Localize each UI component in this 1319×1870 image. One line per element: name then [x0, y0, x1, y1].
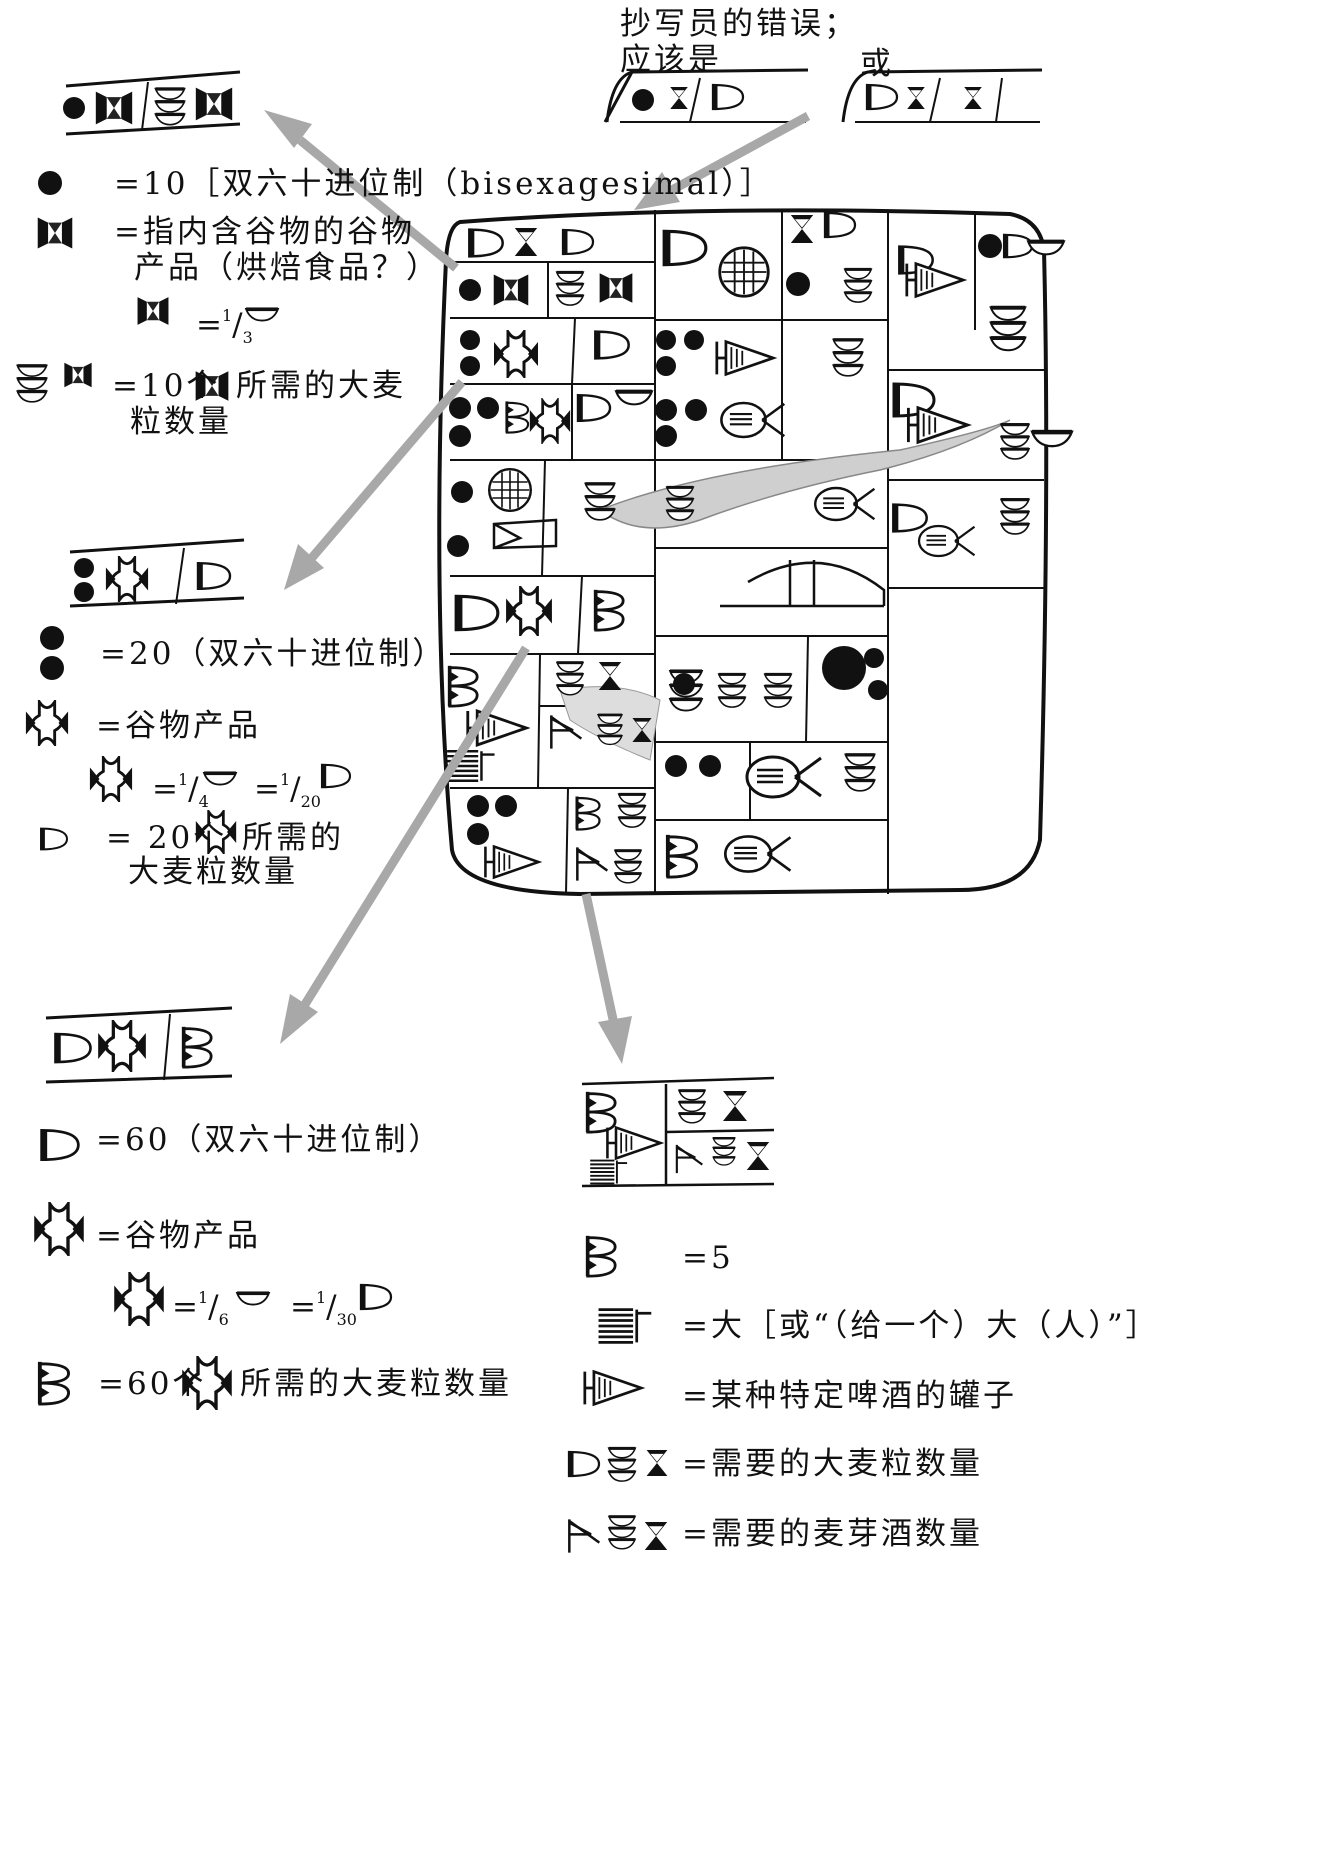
- legend-five-text: =5: [682, 1240, 734, 1276]
- legend-d-eq: = 20个: [106, 820, 228, 856]
- legend-malt-needed-text: =需要的麦芽酒数量: [682, 1516, 983, 1552]
- legend-circle-text: =10［双六十进位制（bisexagesimal）］: [114, 166, 774, 202]
- scribe-note-or: 或: [860, 46, 894, 82]
- legend-symbols-left: [17, 171, 393, 1410]
- tablet-line-sample-right: [581, 1076, 775, 1188]
- legend-d-rest: 所需的: [242, 820, 344, 856]
- legend-big-d-text: =60（双六十进位制）: [96, 1122, 443, 1158]
- scribe-note-line1: 抄写员的错误；: [620, 6, 858, 42]
- tablet-line-sample-middle: [69, 538, 245, 608]
- legend-grain-product-text-2: 产品（烘焙食品？）: [134, 250, 440, 286]
- cuneiform-tablet: [437, 208, 1074, 897]
- legend-mid-grain-text: =谷物产品: [96, 708, 261, 744]
- legend-bottom-grain-text: =谷物产品: [96, 1218, 261, 1254]
- scribe-error-example-b: [841, 68, 1043, 123]
- legend-barley-needed-text: =需要的大麦粒数量: [682, 1446, 983, 1482]
- tablet-line-sample-top: [63, 70, 241, 136]
- legend-barley-eq: =10个: [112, 368, 221, 404]
- legend-barley-rest-2: 粒数量: [130, 404, 232, 440]
- legend-great-text: =大［或“（给一个）大（人）”］: [682, 1308, 1160, 1344]
- tablet-line-sample-bottom: [45, 1006, 233, 1084]
- legend-b-eq: =60个: [98, 1366, 207, 1402]
- legend-symbols-right: [567, 1234, 668, 1555]
- legend-grain-product-text: =指内含谷物的谷物: [114, 214, 415, 250]
- legend-mid-fraction-1: =1/4: [152, 770, 209, 811]
- legend-bottom-fraction-2: =1/30: [290, 1288, 357, 1329]
- legend-barley-rest: 所需的大麦: [236, 368, 406, 404]
- arrows: [264, 110, 811, 1064]
- legend-two-circles-text: =20（双六十进位制）: [100, 636, 447, 672]
- legend-d-rest-2: 大麦粒数量: [128, 854, 298, 890]
- legend-jar-text: =某种特定啤酒的罐子: [682, 1378, 1017, 1414]
- legend-mid-fraction-2: =1/20: [254, 770, 321, 811]
- legend-bottom-fraction-1: =1/6: [172, 1288, 229, 1329]
- legend-b-rest: 所需的大麦粒数量: [240, 1366, 512, 1402]
- legend-third-fraction: =1/3: [196, 306, 253, 347]
- scribe-note-line2: 应该是: [620, 42, 722, 78]
- scribe-error-example-a: [603, 68, 809, 123]
